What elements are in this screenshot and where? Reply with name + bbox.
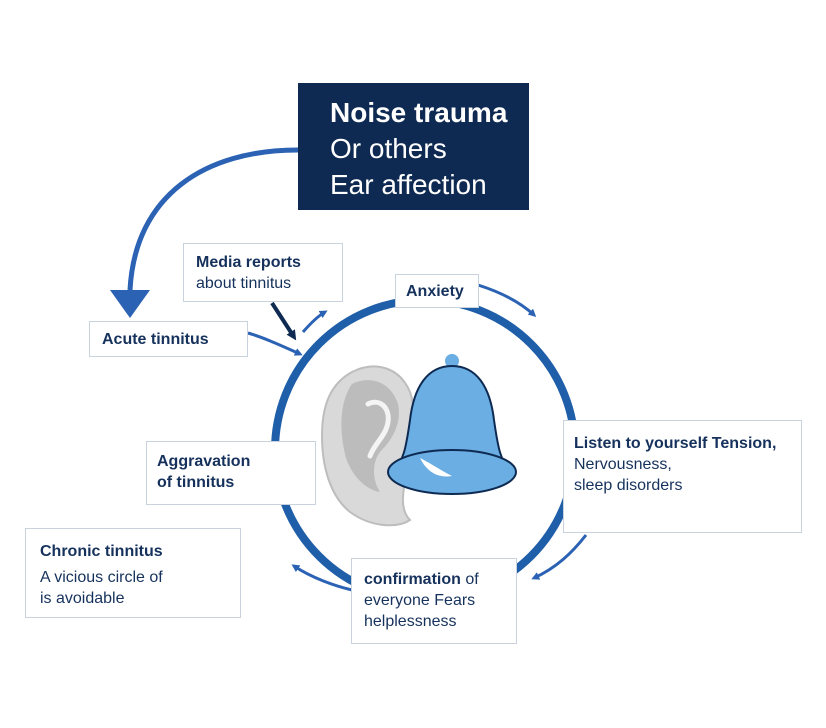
trigger-line-3: Ear affection <box>330 169 487 200</box>
listen-title: Listen to yourself Tension, <box>574 435 777 452</box>
trigger-arrow <box>127 147 299 291</box>
confirmation-text-3: helplessness <box>364 613 457 630</box>
chronic-text-1: A vicious circle of <box>40 569 163 586</box>
acute-tinnitus-box: Acute tinnitus <box>89 321 248 357</box>
listen-box: Listen to yourself Tension, Nervousness,… <box>563 420 802 533</box>
chronic-tinnitus-title: Chronic tinnitus <box>40 543 163 560</box>
media-arrow <box>270 301 297 341</box>
trigger-line-1: Noise trauma <box>330 97 508 128</box>
confirmation-text-2: everyone Fears <box>364 592 476 609</box>
listen-text-2: sleep disorders <box>574 477 683 494</box>
confirmation-line-1: confirmation of <box>364 569 516 590</box>
media-reports-box: Media reports about tinnitus <box>183 243 343 302</box>
anxiety-arrow <box>477 283 537 318</box>
media-reports-text: about tinnitus <box>196 275 292 292</box>
aggravation-line-1: Aggravation <box>157 453 251 470</box>
media-reports-title: Media reports <box>196 254 301 271</box>
chronic-text-2: is avoidable <box>40 590 125 607</box>
trigger-line-2: Or others <box>330 133 447 164</box>
confirmation-box: confirmation of everyone Fears helplessn… <box>351 558 517 644</box>
confirmation-title: confirmation <box>364 571 461 588</box>
chronic-tinnitus-box: Chronic tinnitus A vicious circle of is … <box>25 528 241 618</box>
listen-text-1: Nervousness, <box>574 456 672 473</box>
aggravation-line-2: of tinnitus <box>157 474 235 491</box>
anxiety-title: Anxiety <box>406 283 464 300</box>
listen-arrow <box>531 534 588 580</box>
acute-tinnitus-title: Acute tinnitus <box>102 331 209 348</box>
trigger-arrowhead <box>110 290 150 318</box>
confirmation-of: of <box>460 571 479 588</box>
bell-icon <box>387 354 517 495</box>
confirmation-arrow <box>291 564 353 592</box>
aggravation-box: Aggravation of tinnitus <box>146 441 316 505</box>
ear-icon <box>320 365 415 527</box>
acute-arrow <box>247 331 303 356</box>
trigger-box: Noise trauma Or others Ear affection <box>298 83 529 210</box>
ring-to-media-arrow <box>301 310 328 333</box>
anxiety-box: Anxiety <box>395 274 479 308</box>
